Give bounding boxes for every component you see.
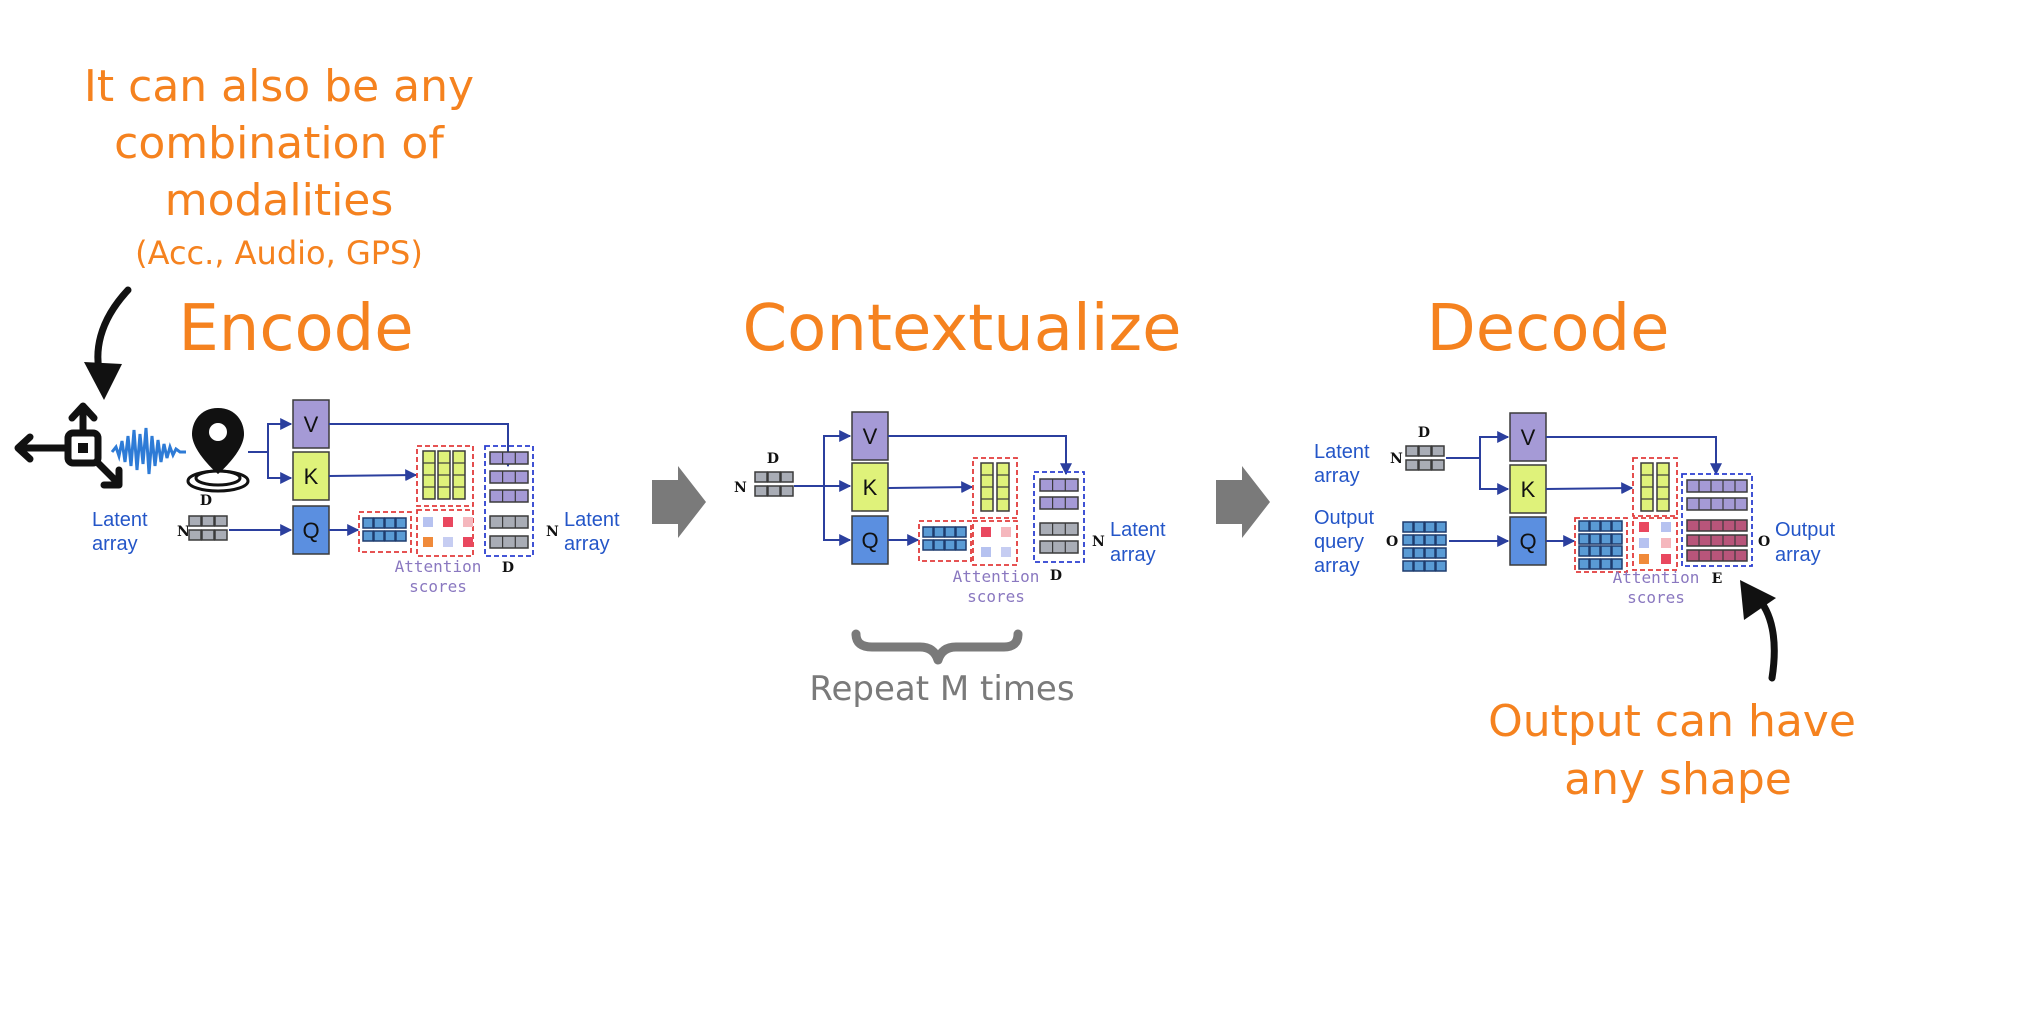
- encode-block: Latent array N V K Q Attention: [92, 399, 620, 596]
- dim-n: N: [1390, 451, 1403, 467]
- repeat-label: Repeat M times: [809, 669, 1074, 709]
- dim-e: E: [1712, 571, 1723, 587]
- decode-block: Latent array Output query array D N O V …: [1314, 412, 1835, 607]
- v-label: V: [304, 412, 319, 437]
- annotation-line-4: (Acc., Audio, GPS): [135, 234, 423, 272]
- array-label: array: [92, 533, 138, 555]
- annotation-line-2: combination of: [114, 118, 445, 169]
- annotation-line-1: It can also be any: [84, 61, 474, 112]
- audio-wave-icon: [110, 427, 186, 475]
- output-query-cells: [1403, 522, 1446, 571]
- latent-array-cells: [1405, 445, 1445, 471]
- dim-n: N: [734, 480, 747, 496]
- dim-d: D: [767, 451, 779, 467]
- latent-label: Latent: [92, 509, 148, 531]
- curved-arrow-icon: [84, 286, 132, 400]
- latent-label: Latent: [1314, 441, 1370, 463]
- latent-array-cells: [188, 515, 228, 541]
- contextualize-block: D N V K Q Attention scores D N Latent ar…: [734, 411, 1166, 709]
- dim-n: N: [177, 524, 190, 540]
- latent-array-cells: [754, 471, 794, 497]
- k-label: K: [1521, 477, 1536, 502]
- annotation-modalities: It can also be any combination of modali…: [84, 61, 474, 272]
- annotation-line-3: modalities: [165, 175, 394, 226]
- gps-pin-icon: [186, 408, 250, 493]
- scores-label: scores: [967, 587, 1025, 606]
- stage-arrow-icon: [1216, 466, 1270, 538]
- attention-label: Attention: [1613, 568, 1700, 587]
- output-out-label: Output: [1775, 519, 1835, 541]
- stage-title-decode: Decode: [1427, 292, 1670, 366]
- attention-label: Attention: [953, 567, 1040, 586]
- array-out-label: array: [564, 533, 610, 555]
- stage-title-contextualize: Contextualize: [742, 292, 1181, 366]
- accelerometer-icon: [14, 402, 123, 489]
- attention-label: Attention: [395, 557, 482, 576]
- annotation-bottom-line-2: any shape: [1564, 754, 1792, 805]
- dim-d: D: [1050, 568, 1062, 584]
- dim-d-input: D: [200, 493, 212, 509]
- k-label: K: [304, 464, 319, 489]
- stage-arrow-icon: [652, 466, 706, 538]
- query-label: query: [1314, 531, 1364, 553]
- v-box: [292, 399, 330, 449]
- repeat-brace-icon: [851, 629, 1023, 665]
- annotation-bottom-line-1: Output can have: [1488, 696, 1856, 747]
- k-label: K: [863, 475, 878, 500]
- v-label: V: [863, 424, 878, 449]
- latent-out-label: Latent: [1110, 519, 1166, 541]
- curved-arrow-icon: [1740, 580, 1778, 682]
- q-label: Q: [302, 518, 319, 543]
- array-out-label: array: [1110, 544, 1156, 566]
- stage-title-encode: Encode: [178, 292, 413, 366]
- dim-n-out: N: [1092, 534, 1105, 550]
- array-out-label: array: [1775, 544, 1821, 566]
- dim-n-out: N: [546, 524, 559, 540]
- array-label: array: [1314, 465, 1360, 487]
- array-label-2: array: [1314, 555, 1360, 577]
- output-label: Output: [1314, 507, 1374, 529]
- v-label: V: [1521, 425, 1536, 450]
- q-label: Q: [1519, 529, 1536, 554]
- dim-d: D: [1418, 425, 1430, 441]
- latent-out-label: Latent: [564, 509, 620, 531]
- dim-o: O: [1386, 534, 1398, 550]
- scores-label: scores: [1627, 588, 1685, 607]
- dim-d: D: [502, 560, 514, 576]
- scores-label: scores: [409, 577, 467, 596]
- dim-o-out: O: [1758, 534, 1770, 550]
- annotation-output-shape: Output can have any shape: [1488, 696, 1856, 805]
- q-label: Q: [861, 528, 878, 553]
